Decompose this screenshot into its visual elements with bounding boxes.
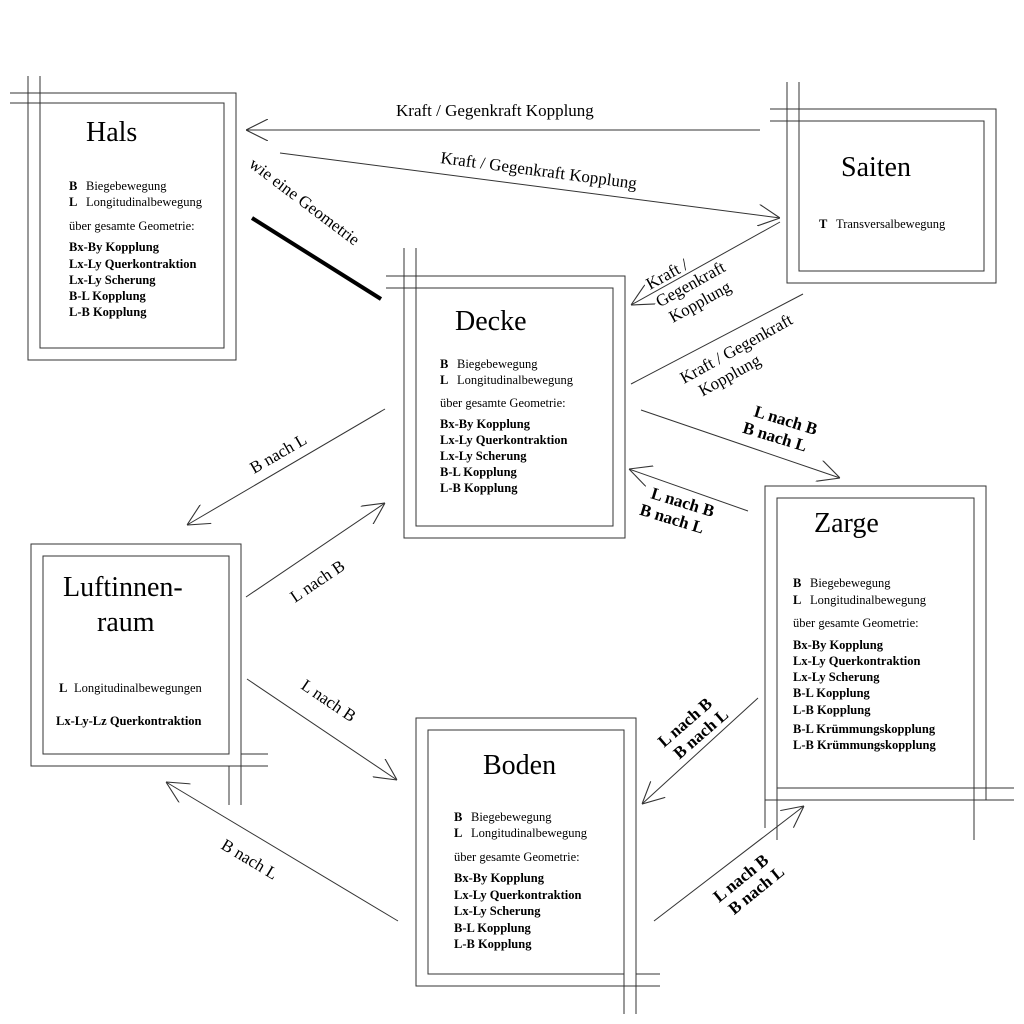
arrow-luft-to-boden — [246, 678, 397, 780]
decke-geometry: über gesamte Geometrie: — [440, 396, 566, 410]
boden-l-text: Longitudinalbewegung — [471, 826, 588, 840]
hals-b-key: B — [69, 179, 77, 193]
zarge-l-text: Longitudinalbewegung — [810, 593, 927, 607]
decke-coupling: L-B Kopplung — [440, 481, 518, 495]
box-saiten: Saiten T Transversalbewegung — [770, 82, 997, 284]
zarge-coupling: L-B Krümmungskopplung — [793, 738, 937, 752]
arrow-saiten-to-decke — [631, 221, 781, 305]
arrow-decke-to-zarge — [640, 409, 840, 478]
decke-coupling: B-L Kopplung — [440, 465, 518, 479]
saiten-title: Saiten — [841, 152, 911, 183]
label-boden-luft: B nach L — [218, 835, 281, 883]
boden-l-key: L — [454, 826, 462, 840]
arrow-hals-to-saiten — [279, 152, 780, 218]
luft-title-line1: Luftinnen- — [63, 572, 183, 603]
arrow-luft-to-decke — [245, 503, 385, 598]
boden-geometry: über gesamte Geometrie: — [454, 850, 580, 864]
zarge-coupling: Lx-Ly Scherung — [793, 670, 880, 684]
boden-b-text: Biegebewegung — [471, 810, 552, 824]
box-decke: Decke B Biegebewegung L Longitudinalbewe… — [386, 248, 626, 539]
label-zarge-boden: L nach B B nach L — [654, 694, 732, 763]
label-kraft-top: Kraft / Gegenkraft Kopplung — [396, 101, 594, 120]
zarge-l-key: L — [793, 593, 801, 607]
decke-coupling: Bx-By Kopplung — [440, 417, 531, 431]
zarge-coupling: Lx-Ly Querkontraktion — [793, 654, 920, 668]
zarge-coupling: Bx-By Kopplung — [793, 638, 884, 652]
zarge-b-key: B — [793, 576, 801, 590]
luft-l-text: Longitudinalbewegungen — [74, 681, 202, 695]
label-kraft-diag: Kraft / Gegenkraft Kopplung — [439, 148, 638, 193]
hals-title: Hals — [86, 117, 137, 148]
zarge-coupling: B-L Krümmungskopplung — [793, 722, 936, 736]
boden-coupling: Bx-By Kopplung — [454, 871, 545, 885]
luft-title-line2: raum — [97, 607, 155, 638]
zarge-coupling: B-L Kopplung — [793, 686, 871, 700]
decke-b-text: Biegebewegung — [457, 357, 538, 371]
luft-coupling: Lx-Ly-Lz Querkontraktion — [56, 714, 202, 728]
hals-l-text: Longitudinalbewegung — [86, 195, 203, 209]
boden-coupling: L-B Kopplung — [454, 937, 532, 951]
boden-title: Boden — [483, 750, 556, 781]
hals-l-key: L — [69, 195, 77, 209]
label-luft-boden: L nach B — [298, 676, 360, 726]
decke-l-text: Longitudinalbewegung — [457, 373, 574, 387]
hals-coupling: L-B Kopplung — [69, 305, 147, 319]
arrow-zarge-to-decke — [629, 469, 749, 512]
box-hals: Hals B Biegebewegung L Longitudinalbeweg… — [10, 76, 237, 361]
arrow-decke-to-luft — [187, 408, 386, 525]
label-kraft-decke-saiten: Kraft / Gegenkraft Kopplung — [677, 310, 796, 400]
decke-coupling: Lx-Ly Scherung — [440, 449, 527, 463]
boden-coupling: B-L Kopplung — [454, 921, 532, 935]
link-hals-decke-geometry — [250, 216, 383, 301]
decke-title: Decke — [455, 306, 527, 337]
label-zarge-decke: L nach B B nach L — [638, 484, 717, 538]
box-zarge: Zarge B Biegebewegung L Longitudinalbewe… — [764, 485, 1014, 840]
zarge-title: Zarge — [814, 508, 879, 539]
decke-coupling: Lx-Ly Querkontraktion — [440, 433, 567, 447]
hals-coupling: Lx-Ly Scherung — [69, 273, 156, 287]
zarge-geometry: über gesamte Geometrie: — [793, 616, 919, 630]
arrow-zarge-to-boden — [642, 697, 759, 804]
boden-coupling: Lx-Ly Scherung — [454, 904, 541, 918]
label-wie-geometrie: wie eine Geometrie — [246, 154, 364, 249]
zarge-b-text: Biegebewegung — [810, 576, 891, 590]
decke-b-key: B — [440, 357, 448, 371]
box-boden: Boden B Biegebewegung L Longitudinalbewe… — [415, 717, 660, 1014]
arrow-boden-to-luft — [166, 782, 399, 922]
saiten-t-key: T — [819, 217, 828, 231]
boden-b-key: B — [454, 810, 462, 824]
box-luftinnenraum: Luftinnen- raum L Longitudinalbewegungen… — [30, 543, 268, 805]
zarge-coupling: L-B Kopplung — [793, 703, 871, 717]
hals-coupling: B-L Kopplung — [69, 289, 147, 303]
luft-l-key: L — [59, 681, 67, 695]
arrow-boden-to-zarge — [653, 806, 804, 922]
hals-geometry: über gesamte Geometrie: — [69, 219, 195, 233]
saiten-t-text: Transversalbewegung — [836, 217, 946, 231]
hals-b-text: Biegebewegung — [86, 179, 167, 193]
label-decke-luft: B nach L — [247, 430, 310, 478]
label-boden-zarge: L nach B B nach L — [710, 850, 788, 918]
boden-coupling: Lx-Ly Querkontraktion — [454, 888, 581, 902]
hals-coupling: Bx-By Kopplung — [69, 240, 160, 254]
line-decke-to-saiten — [630, 293, 804, 385]
hals-coupling: Lx-Ly Querkontraktion — [69, 257, 196, 271]
decke-l-key: L — [440, 373, 448, 387]
